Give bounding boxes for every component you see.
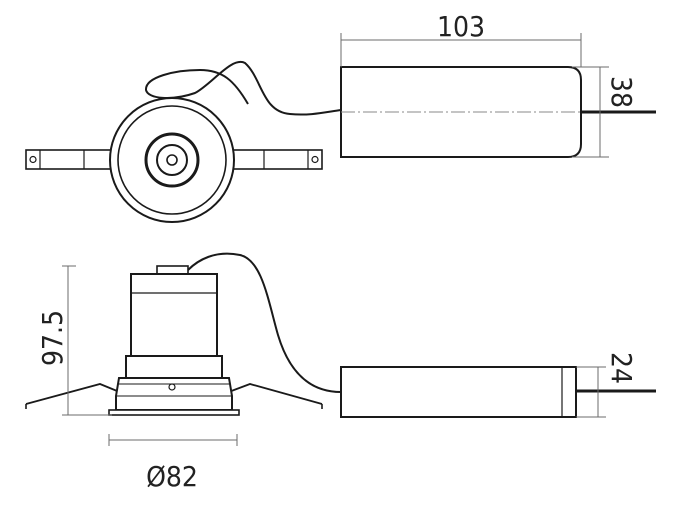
dimension-height-24: 24: [576, 352, 638, 418]
dimension-label-97-5: 97.5: [36, 310, 69, 366]
spring-clip-side-left: [25, 383, 123, 405]
spring-clip-side-right: [225, 383, 323, 405]
fixture-top-view: [109, 97, 235, 223]
dimension-diameter-82: Ø82: [108, 434, 238, 493]
cable-side: [187, 252, 342, 393]
dimension-label-diameter: Ø82: [146, 460, 198, 493]
driver-side-view: [340, 366, 577, 418]
side-view: 97.5 24 Ø82: [25, 252, 656, 493]
dimension-label-24: 24: [605, 352, 638, 384]
fixture-body-side: [108, 273, 240, 416]
dimension-width-103: 103: [340, 10, 582, 67]
cable-gland: [156, 265, 189, 275]
dimension-label-38: 38: [605, 76, 638, 108]
top-view: 103 38: [25, 10, 656, 223]
dimension-height-38: 38: [572, 66, 638, 158]
spring-clip-left: [25, 149, 117, 170]
cable-top: [144, 60, 342, 116]
dimension-height-97-5: 97.5: [36, 265, 112, 416]
dimension-label-103: 103: [437, 10, 485, 43]
spring-clip-right: [231, 149, 323, 170]
